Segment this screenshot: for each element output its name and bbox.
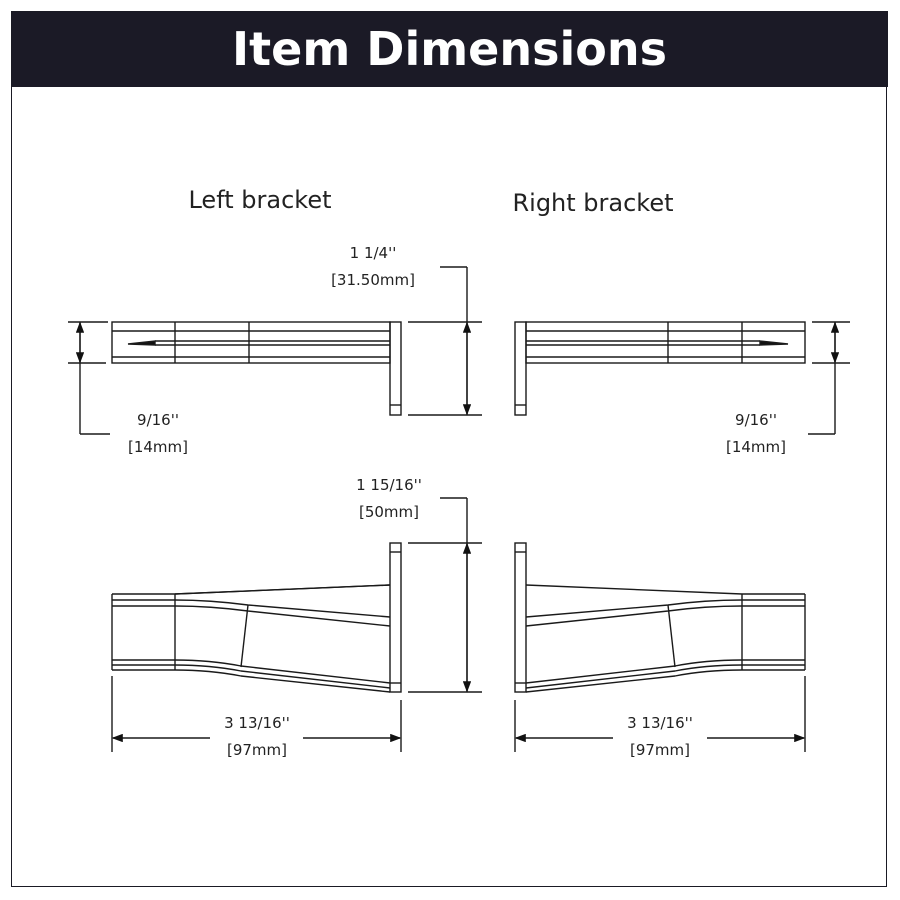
side-height-imperial: 1 15/16'' xyxy=(356,476,422,494)
right-thickness-imperial: 9/16'' xyxy=(735,411,777,429)
top-height-metric: [31.50mm] xyxy=(331,271,415,289)
header-banner: Item Dimensions xyxy=(11,11,888,87)
left-thickness-imperial: 9/16'' xyxy=(137,411,179,429)
right-thickness-metric: [14mm] xyxy=(726,438,786,456)
page-title: Item Dimensions xyxy=(232,22,667,76)
left-bracket-label: Left bracket xyxy=(188,186,331,214)
right-length-imperial: 3 13/16'' xyxy=(627,714,693,732)
left-bracket-top-view xyxy=(111,321,402,416)
left-length-imperial: 3 13/16'' xyxy=(224,714,290,732)
left-bracket-side-view xyxy=(111,542,402,693)
right-bracket-top-view xyxy=(514,321,806,416)
left-thickness-metric: [14mm] xyxy=(128,438,188,456)
top-height-imperial: 1 1/4'' xyxy=(350,244,397,262)
side-height-metric: [50mm] xyxy=(359,503,419,521)
right-bracket-label: Right bracket xyxy=(512,189,673,217)
right-bracket-side-view xyxy=(514,542,806,693)
left-length-metric: [97mm] xyxy=(227,741,287,759)
right-length-metric: [97mm] xyxy=(630,741,690,759)
drawing-frame xyxy=(11,11,887,887)
